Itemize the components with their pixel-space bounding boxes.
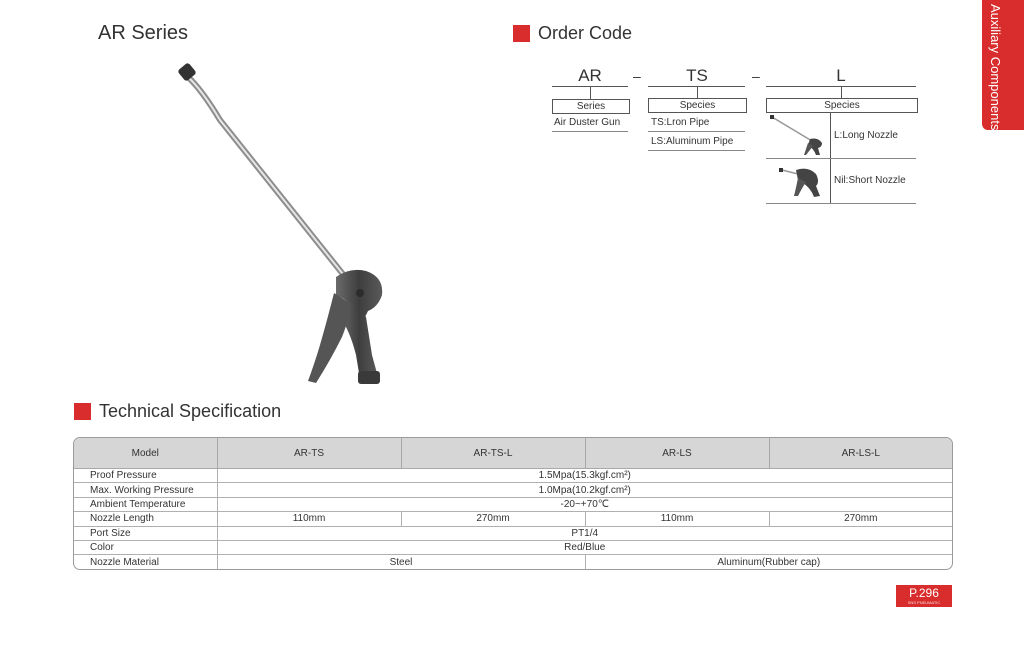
side-tab-label: Auxiliary Components (988, 4, 1003, 130)
row-value: 1.0Mpa(10.2kgf.cm²) (217, 482, 952, 498)
code-underline (648, 86, 745, 87)
row-value: 110mm (585, 511, 770, 527)
row-label: Max. Working Pressure (74, 482, 218, 498)
row-label: Nozzle Material (74, 554, 218, 569)
series-option: Air Duster Gun (554, 117, 621, 128)
series-label: Series (552, 99, 630, 114)
page-number-brand: SNS PNEUMATIC (907, 600, 941, 605)
row-label: Color (74, 540, 218, 556)
table-row: Nozzle Length 110mm 270mm 110mm 270mm (74, 511, 952, 527)
page-title: AR Series (98, 22, 189, 44)
row-label: Port Size (74, 526, 218, 541)
air-duster-gun-image (178, 63, 383, 384)
tech-spec-heading: Technical Specification (74, 401, 281, 422)
option-divider (648, 150, 745, 151)
page-number: P.296 (909, 586, 939, 600)
tech-spec-heading-text: Technical Specification (99, 401, 282, 421)
row-value: Aluminum(Rubber cap) (717, 556, 821, 568)
row-value: 1.5Mpa(15.3kgf.cm²) (217, 468, 952, 484)
row-value: -20~+70℃ (217, 497, 952, 513)
table-row: Port Size PT1/4 (74, 526, 952, 541)
order-code-heading: Order Code (513, 23, 632, 44)
section-marker (513, 25, 530, 42)
table-row: Ambient Temperature -20~+70℃ (74, 497, 952, 513)
long-nozzle-gun-icon (770, 115, 822, 155)
option-divider (552, 131, 628, 132)
header-ar-ts: AR-TS (217, 438, 402, 469)
table-row: Nozzle Material Steel Aluminum(Rubber ca… (74, 554, 952, 569)
row-value: Steel (217, 554, 586, 569)
table-row: Max. Working Pressure 1.0Mpa(10.2kgf.cm²… (74, 482, 952, 498)
page-number-badge: P.296 SNS PNEUMATIC (896, 585, 952, 607)
header-ar-ts-l: AR-TS-L (401, 438, 586, 469)
header-ar-ls: AR-LS (585, 438, 770, 469)
code-connector (590, 86, 591, 99)
pipe-option-ls: LS:Aluminum Pipe (651, 136, 734, 147)
nozzle-option-short: Nil:Short Nozzle (834, 175, 906, 186)
pipe-option-ts: TS:Lron Pipe (651, 117, 710, 128)
code-part-pipe: TS (686, 66, 708, 85)
row-label: Ambient Temperature (74, 497, 218, 513)
row-value: 270mm (401, 511, 586, 527)
option-divider (766, 158, 916, 159)
order-code-heading-text: Order Code (538, 23, 633, 43)
row-value: PT1/4 (217, 526, 952, 541)
code-dash: – (633, 68, 641, 84)
row-label: Nozzle Length (74, 511, 218, 527)
option-divider (766, 203, 916, 204)
header-model: Model (74, 438, 218, 469)
side-tab: Auxiliary Components (982, 0, 1024, 130)
row-label: Proof Pressure (74, 468, 218, 484)
nozzle-option-long: L:Long Nozzle (834, 130, 898, 141)
code-part-series: AR (578, 66, 602, 85)
nozzle-species-label: Species (766, 98, 918, 113)
spec-table: Model AR-TS AR-TS-L AR-LS AR-LS-L Proof … (73, 437, 953, 570)
table-row: Color Red/Blue (74, 540, 952, 556)
code-connector (697, 86, 698, 99)
row-value: 110mm (217, 511, 402, 527)
pipe-species-label: Species (648, 98, 747, 113)
code-dash: – (752, 68, 760, 84)
code-part-nozzle: L (836, 66, 846, 85)
short-nozzle-gun-icon (779, 168, 820, 197)
table-header-row: Model AR-TS AR-TS-L AR-LS AR-LS-L (74, 438, 952, 469)
option-divider (648, 131, 745, 132)
row-value: 270mm (769, 511, 952, 527)
table-row: Proof Pressure 1.5Mpa(15.3kgf.cm²) (74, 468, 952, 484)
row-value: Red/Blue (217, 540, 952, 556)
code-connector (841, 86, 842, 99)
section-marker (74, 403, 91, 420)
header-ar-ls-l: AR-LS-L (769, 438, 952, 469)
